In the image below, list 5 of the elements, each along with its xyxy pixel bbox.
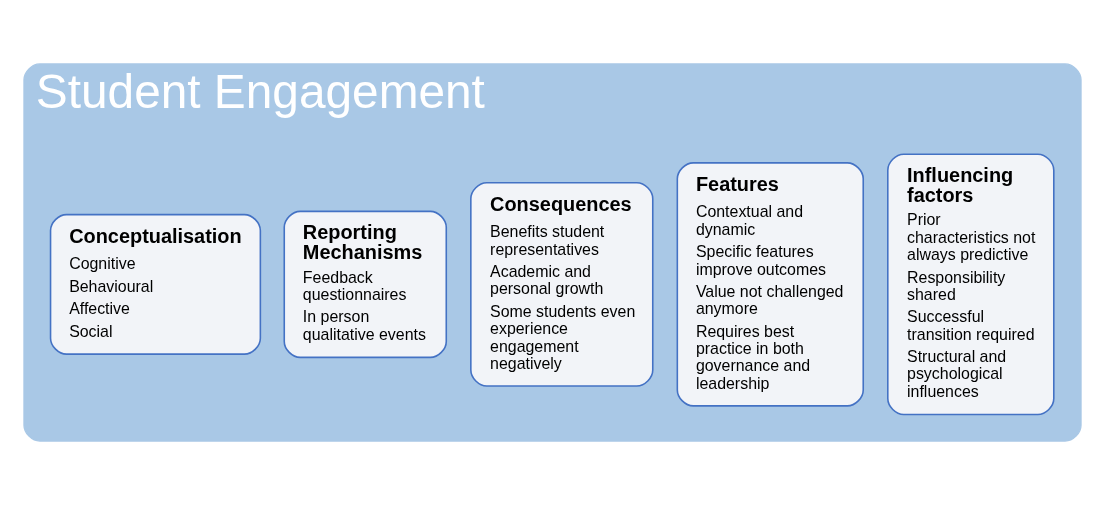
node-box: Consequences Benefits student representatives Academic and personal growth Some students even experience engagement negatively xyxy=(470,182,654,387)
node-box: Features Contextual and dynamic Specific features improve outcomes Value not challenged anymore Requires best practice in both governance and leadership xyxy=(676,162,865,407)
node-box: Reporting Mechanisms Feedback questionnaires In person qualitative events xyxy=(283,210,448,359)
node-box: Conceptualisation Cognitive Behavioural Affective Social xyxy=(49,213,262,355)
node-box: Influencing factors Prior characteristics not always predictive Responsibility shared Successful transition required Structural and psychological influences xyxy=(887,153,1055,416)
